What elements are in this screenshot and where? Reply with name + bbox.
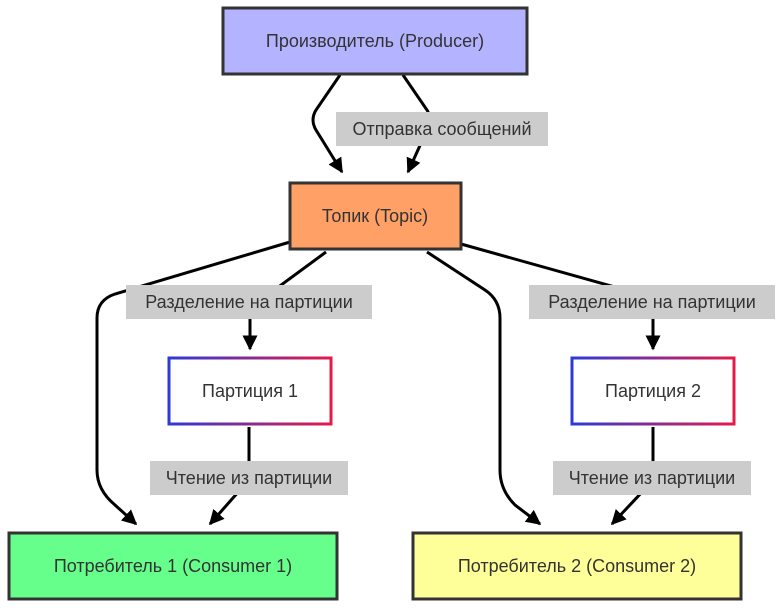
node-partition1-label: Партиция 1 [202,381,298,401]
node-consumer1-label: Потребитель 1 (Consumer 1) [54,556,292,576]
node-partition2-label: Партиция 2 [605,381,701,401]
edge-topic-consumer1 [95,240,291,526]
node-consumer2-label: Потребитель 2 (Consumer 2) [458,556,696,576]
edge-label-read-left-text: Чтение из партиции [166,468,332,488]
edge-label-read-left: Чтение из партиции [150,461,348,495]
node-producer: Производитель (Producer) [221,6,529,76]
edge-label-send-text: Отправка сообщений [352,119,531,139]
node-consumer2: Потребитель 2 (Consumer 2) [411,531,743,601]
node-topic-label: Топик (Topic) [322,206,428,226]
node-producer-label: Производитель (Producer) [266,31,484,51]
edge-label-split-left: Разделение на партиции [126,285,372,319]
edge-topic-consumer2 [426,250,542,526]
edge-label-split-right-text: Разделение на партиции [548,292,756,312]
edge-label-read-right: Чтение из партиции [553,461,751,495]
edge-label-split-right: Разделение на партиции [529,285,775,319]
node-consumer1: Потребитель 1 (Consumer 1) [7,531,339,601]
edge-producer-topic-left [311,74,344,174]
node-partition1: Партиция 1 [167,356,333,426]
node-topic: Топик (Topic) [288,181,463,251]
edge-label-split-left-text: Разделение на партиции [145,292,353,312]
edge-label-read-right-text: Чтение из партиции [569,468,735,488]
node-partition2: Партиция 2 [570,356,736,426]
edge-label-send: Отправка сообщений [336,112,548,146]
